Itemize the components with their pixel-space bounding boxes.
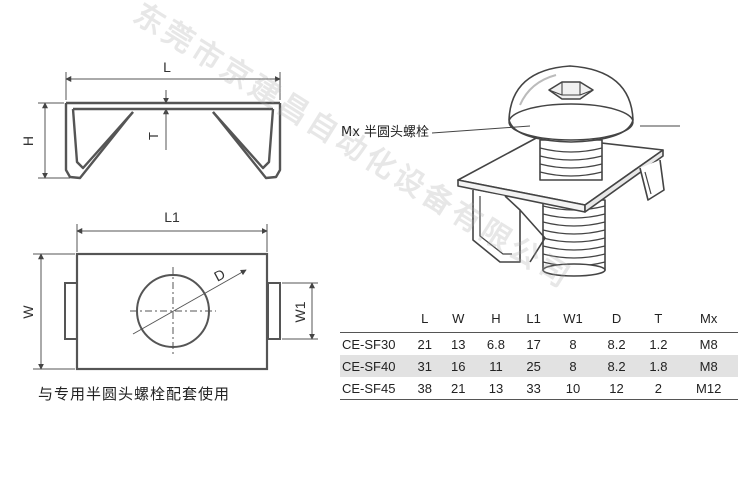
cell-d: 8.2	[607, 358, 626, 374]
cell-l1: 25	[526, 358, 541, 374]
cell-w1: 10	[565, 380, 581, 396]
usage-caption: 与专用半圆头螺栓配套使用	[38, 385, 231, 403]
cell-d: 12	[609, 380, 624, 396]
cell-t: 1.8	[649, 358, 668, 374]
cell-d: 8.2	[607, 336, 626, 352]
cell-w1: 8	[569, 358, 577, 374]
cell-w: 21	[451, 380, 466, 396]
cell-t: 2	[654, 380, 663, 396]
cell-l: 21	[417, 336, 432, 352]
header-t: T	[654, 311, 663, 326]
cell-t: 1.2	[649, 336, 668, 352]
dim-label-t: T	[146, 132, 161, 140]
cell-mx: M12	[696, 380, 722, 396]
dim-label-w: W	[20, 305, 36, 319]
cell-model: CE-SF30	[342, 336, 396, 352]
bolt-thread-lower	[542, 199, 606, 277]
spec-table: L W H L1 W1 D T Mx CE-SF30 21 13 6.8 17 …	[340, 305, 738, 400]
cell-w1: 8	[569, 336, 577, 352]
cell-mx: M8	[699, 358, 718, 374]
cell-h: 13	[488, 380, 504, 396]
cell-w: 16	[451, 358, 466, 374]
bolt-thread-upper	[539, 139, 603, 181]
side-view-dimensions	[38, 72, 281, 179]
header-w: W	[452, 311, 465, 326]
top-view-dimensions	[33, 224, 318, 370]
header-d: D	[611, 311, 622, 326]
cell-model: CE-SF40	[342, 358, 396, 374]
header-l: L	[421, 311, 429, 326]
cell-h: 11	[489, 358, 503, 374]
cell-l1: 33	[526, 380, 541, 396]
dim-label-l1: L1	[164, 209, 180, 225]
header-h: H	[491, 311, 501, 326]
cell-l1: 17	[526, 336, 541, 352]
bolt-nut-illustration	[457, 65, 665, 277]
header-l1: L1	[526, 311, 541, 326]
top-view	[64, 252, 281, 371]
cell-model: CE-SF45	[342, 380, 396, 396]
side-view	[64, 101, 282, 180]
dim-label-l: L	[163, 59, 171, 75]
table-row: CE-SF30 21 13 6.8 17 8 8.2 1.2 M8	[340, 333, 738, 356]
header-mx: Mx	[700, 311, 718, 326]
spec-table-header-row: L W H L1 W1 D T Mx	[340, 305, 738, 333]
dim-label-w1: W1	[292, 301, 308, 322]
table-row: CE-SF45 38 21 13 33 10 12 2 M12	[340, 377, 738, 400]
dim-label-h: H	[20, 136, 36, 146]
table-row: CE-SF40 31 16 11 25 8 8.2 1.8 M8	[340, 355, 738, 377]
cell-l: 31	[417, 358, 432, 374]
callout-leader	[431, 125, 531, 134]
header-w1: W1	[563, 311, 583, 326]
cell-h: 6.8	[486, 336, 505, 352]
header-model	[340, 305, 408, 333]
cell-l: 38	[417, 380, 432, 396]
cell-mx: M8	[699, 336, 718, 352]
cell-w: 13	[451, 336, 466, 352]
bolt-callout-label: Mx 半圆头螺栓	[341, 125, 430, 140]
